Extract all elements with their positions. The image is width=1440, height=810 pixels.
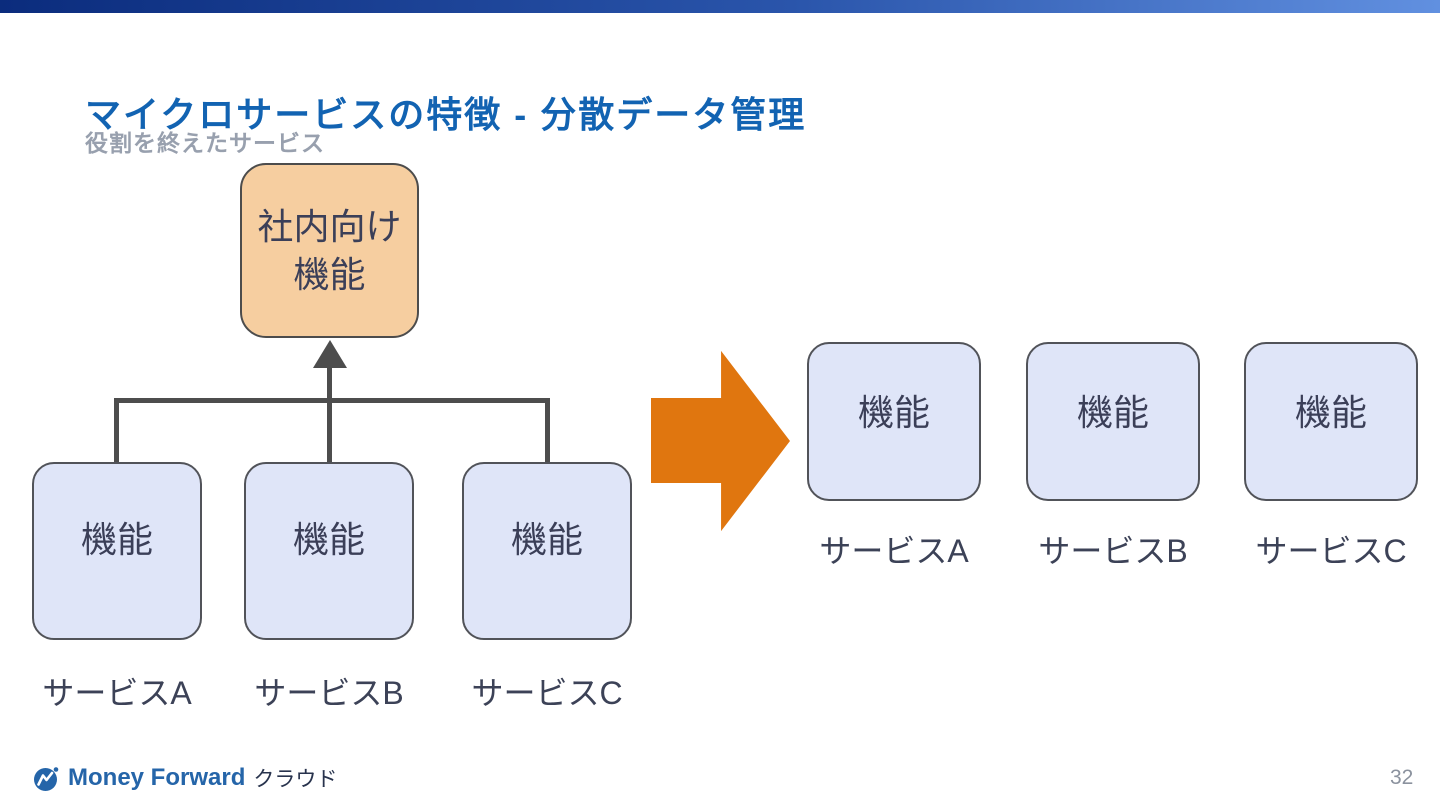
connector-stub-service-b bbox=[327, 365, 332, 462]
connector-stub-service-c bbox=[545, 398, 550, 462]
connector-stub-service-a bbox=[114, 398, 119, 462]
after-service-b-box: 機能 bbox=[1026, 342, 1200, 501]
slide-title: マイクロサービスの特徴 - 分散データ管理 bbox=[85, 94, 807, 136]
after-service-a-label: サービスA bbox=[819, 533, 969, 569]
after-service-a-box: 機能 bbox=[807, 342, 981, 501]
money-forward-logo-icon bbox=[34, 766, 59, 791]
brand-suffix: クラウド bbox=[253, 768, 338, 791]
diagram-caption: 役割を終えたサービス bbox=[85, 130, 325, 156]
top-accent-bar bbox=[0, 0, 1440, 13]
after-service-c-label: サービスC bbox=[1255, 533, 1407, 569]
after-service-c-box: 機能 bbox=[1244, 342, 1418, 501]
connector-horizontal-line bbox=[114, 398, 550, 403]
page-number: 32 bbox=[1390, 766, 1414, 789]
up-arrowhead-icon bbox=[313, 340, 347, 368]
before-service-b-box: 機能 bbox=[244, 462, 414, 640]
after-service-b-label: サービスB bbox=[1038, 533, 1188, 569]
deprecated-service-box-label: 社内向け 機能 bbox=[257, 205, 402, 295]
before-service-b-label: サービスB bbox=[254, 675, 404, 711]
brand-wordmark: Money Forward bbox=[68, 764, 246, 791]
footer-brand: Money Forward クラウド bbox=[33, 764, 337, 792]
before-service-c-box: 機能 bbox=[462, 462, 632, 640]
before-service-a-label: サービスA bbox=[42, 675, 192, 711]
before-service-a-box: 機能 bbox=[32, 462, 202, 640]
transform-arrow-icon bbox=[651, 350, 790, 532]
deprecated-service-box: 社内向け 機能 bbox=[240, 163, 419, 338]
before-service-c-label: サービスC bbox=[471, 675, 623, 711]
